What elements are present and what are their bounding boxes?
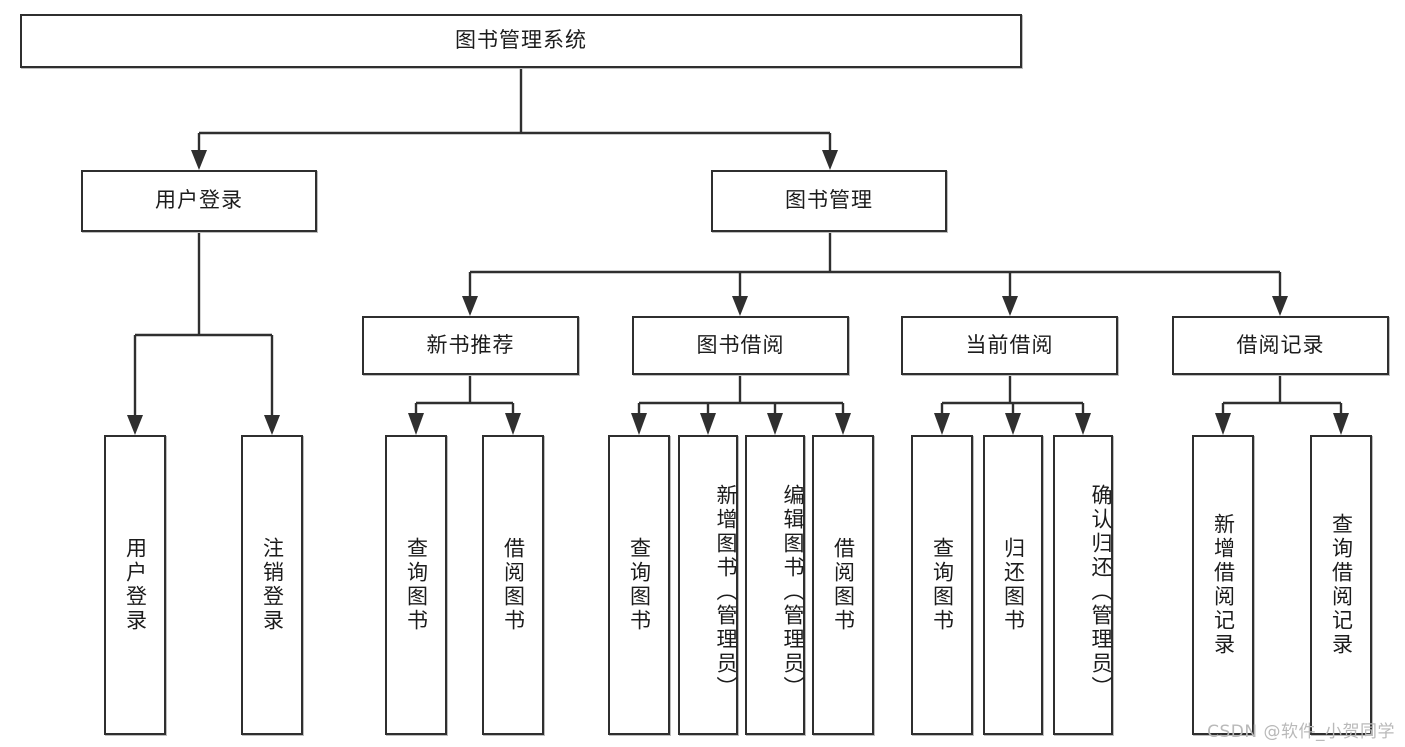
- node-label: 查询图书: [404, 537, 429, 633]
- node-label: 查询借阅记录: [1329, 513, 1354, 657]
- node-new-book-recommend[interactable]: 新书推荐: [362, 316, 579, 375]
- node-label: 新增图书（管理员）: [714, 484, 738, 700]
- node-label: 借阅图书: [831, 537, 856, 633]
- node-label: 借阅记录: [1236, 332, 1325, 357]
- arrowhead-user-login: [191, 150, 207, 170]
- node-leaf-user-login[interactable]: 用户登录: [104, 435, 166, 735]
- node-leaf-logout-login[interactable]: 注销登录: [241, 435, 303, 735]
- node-label: 图书管理: [785, 188, 873, 213]
- arrowhead-current-leaf2: [1005, 413, 1021, 435]
- arrowhead-record-leaf1: [1215, 413, 1231, 435]
- arrowhead-borrow-leaf4: [835, 413, 851, 435]
- node-label: 注销登录: [260, 537, 285, 633]
- node-label: 图书借阅: [696, 332, 785, 357]
- arrowhead-leaf-user-login: [127, 415, 143, 435]
- node-leaf-query-book-newbook[interactable]: 查询图书: [385, 435, 447, 735]
- arrowhead-record-leaf2: [1333, 413, 1349, 435]
- arrowhead-book-borrow: [732, 296, 748, 316]
- node-label: 查询图书: [930, 537, 955, 633]
- node-book-management[interactable]: 图书管理: [711, 170, 947, 232]
- node-label: 归还图书: [1001, 537, 1026, 633]
- arrowhead-new-book-rec: [462, 296, 478, 316]
- arrowhead-current-borrow: [1002, 296, 1018, 316]
- node-label: 用户登录: [155, 188, 243, 213]
- arrowhead-newbook-leaf1: [408, 413, 424, 435]
- arrowhead-borrow-leaf3: [767, 413, 783, 435]
- arrowhead-book-mgmt: [822, 150, 838, 170]
- arrowhead-leaf-logout-login: [264, 415, 280, 435]
- node-label: 新增借阅记录: [1211, 513, 1236, 657]
- node-current-borrow[interactable]: 当前借阅: [901, 316, 1118, 375]
- node-label: 编辑图书（管理员）: [781, 484, 805, 700]
- node-leaf-query-borrow-record[interactable]: 查询借阅记录: [1310, 435, 1372, 735]
- node-label: 确认归还（管理员）: [1089, 484, 1113, 700]
- node-label: 查询图书: [627, 537, 652, 633]
- node-leaf-confirm-return-admin[interactable]: 确认归还（管理员）: [1053, 435, 1113, 735]
- node-leaf-query-book-borrow[interactable]: 查询图书: [608, 435, 670, 735]
- node-leaf-query-book-current[interactable]: 查询图书: [911, 435, 973, 735]
- node-leaf-borrow-book[interactable]: 借阅图书: [812, 435, 874, 735]
- node-user-login[interactable]: 用户登录: [81, 170, 317, 232]
- arrowhead-newbook-leaf2: [505, 413, 521, 435]
- arrowhead-current-leaf3: [1075, 413, 1091, 435]
- node-root-system[interactable]: 图书管理系统: [20, 14, 1022, 68]
- node-leaf-add-book-admin[interactable]: 新增图书（管理员）: [678, 435, 738, 735]
- arrowhead-current-leaf1: [934, 413, 950, 435]
- node-leaf-add-borrow-record[interactable]: 新增借阅记录: [1192, 435, 1254, 735]
- node-label: 借阅图书: [501, 537, 526, 633]
- node-borrow-record[interactable]: 借阅记录: [1172, 316, 1389, 375]
- watermark-text: CSDN @软件_小贺同学: [1207, 722, 1395, 742]
- node-label: 当前借阅: [965, 332, 1054, 357]
- node-leaf-edit-book-admin[interactable]: 编辑图书（管理员）: [745, 435, 805, 735]
- arrowhead-borrow-leaf1: [631, 413, 647, 435]
- node-leaf-borrow-book-newbook[interactable]: 借阅图书: [482, 435, 544, 735]
- node-book-borrow[interactable]: 图书借阅: [632, 316, 849, 375]
- arrowhead-borrow-record: [1272, 296, 1288, 316]
- node-label: 新书推荐: [426, 332, 515, 357]
- node-leaf-return-book[interactable]: 归还图书: [983, 435, 1043, 735]
- node-label: 用户登录: [123, 537, 148, 633]
- node-label: 图书管理系统: [455, 28, 587, 53]
- arrowhead-borrow-leaf2: [700, 413, 716, 435]
